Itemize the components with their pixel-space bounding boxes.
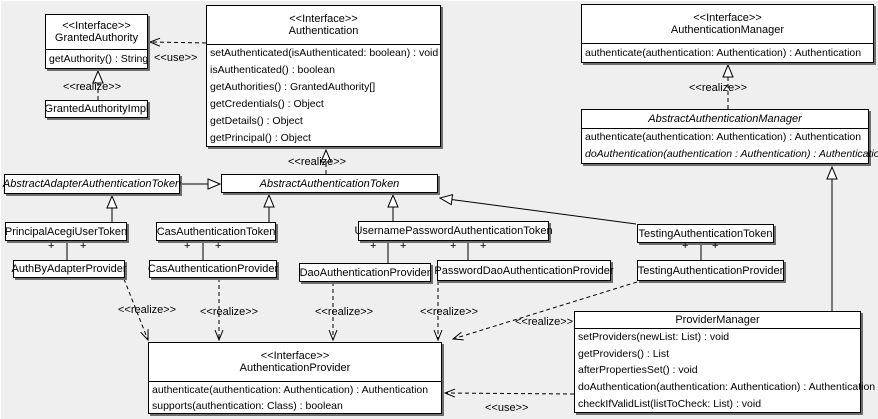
class-abstract-adapter-authentication-token: AbstractAdapterAuthenticationToken: [2, 174, 182, 194]
class-name: TestingAuthenticationProvider: [637, 264, 784, 277]
class-name: AbstractAuthenticationManager: [648, 113, 802, 125]
stereotype: <<Interface>>: [62, 20, 131, 32]
multiplicity-label: +: [400, 240, 407, 252]
multiplicity-label: +: [370, 240, 377, 252]
multiplicity-label: +: [682, 240, 689, 252]
class-cas-authentication-token: CasAuthenticationToken: [156, 222, 276, 241]
class-auth-by-adapter-provider: AuthByAdapterProvider: [11, 260, 127, 278]
generalization-testing-token: [440, 198, 637, 225]
realize-label: <<realize>>: [63, 81, 122, 93]
method: getAuthority() : String: [49, 53, 149, 65]
class-password-dao-authentication-provider: PasswordDaoAuthenticationProvider: [434, 260, 614, 281]
class-granted-authority: <<Interface>> GrantedAuthority getAuthor…: [45, 14, 148, 69]
class-principal-acegi-user-token: PrincipalAcegiUserToken: [5, 222, 127, 241]
class-name: AuthByAdapterProvider: [11, 263, 127, 275]
class-name: AbstractAdapterAuthenticationToken: [2, 178, 182, 190]
class-name: CasAuthenticationProvider: [147, 263, 279, 275]
method: doAuthentication(authentication : Authen…: [585, 148, 878, 161]
class-testing-authentication-provider: TestingAuthenticationProvider: [637, 260, 784, 281]
method: supports(authentication: Class) : boolea…: [152, 400, 343, 413]
class-name: AuthenticationProvider: [239, 362, 351, 374]
class-name: AuthenticationManager: [670, 24, 785, 36]
stereotype: <<Interface>>: [260, 350, 330, 362]
method: checkIfValidList(listToCheck: List) : vo…: [578, 397, 762, 410]
class-title: ProviderManager: [575, 312, 860, 329]
method: getAuthorities() : GrantedAuthority[]: [210, 81, 376, 94]
class-authentication-provider: <<Interface>> AuthenticationProvider aut…: [148, 342, 442, 414]
use-providermanager-authenticationprovider: [445, 393, 575, 394]
class-name: PrincipalAcegiUserToken: [4, 225, 128, 238]
realize-label: <<realize>>: [420, 306, 479, 318]
multiplicity-label: +: [450, 240, 457, 252]
class-authentication-manager: <<Interface>> AuthenticationManager auth…: [581, 4, 874, 63]
method: authenticate(authentication: Authenticat…: [152, 384, 429, 396]
multiplicity-label: +: [80, 240, 87, 252]
class-abstract-authentication-token: AbstractAuthenticationToken: [221, 174, 438, 193]
class-title: AbstractAuthenticationManager: [582, 110, 868, 129]
method-list: setAuthenticated(isAuthenticated: boolea…: [207, 45, 440, 148]
method: getPrincipal() : Object: [210, 132, 311, 145]
realize-label: <<realize>>: [315, 306, 374, 318]
method-list: authenticate(authentication: Authenticat…: [149, 382, 441, 415]
class-name: AbstractAuthenticationToken: [259, 177, 400, 190]
class-abstract-authentication-manager: AbstractAuthenticationManager authentica…: [581, 109, 878, 164]
class-name: GrantedAuthority: [54, 32, 139, 44]
class-title: <<Interface>> AuthenticationManager: [582, 5, 873, 44]
class-authentication: <<Interface>> Authentication setAuthenti…: [206, 5, 441, 147]
method: getDetails() : Object: [210, 115, 303, 128]
class-name: Authentication: [288, 25, 359, 37]
class-name: PasswordDaoAuthenticationProvider: [434, 264, 614, 277]
class-title: <<Interface>> AuthenticationProvider: [149, 343, 441, 382]
realize-label: <<realize>>: [515, 316, 574, 328]
class-name: DaoAuthenticationProvider: [299, 266, 431, 279]
class-name: ProviderManager: [675, 314, 760, 326]
use-authentication-grantedauthority: [150, 42, 207, 43]
use-label: <<use>>: [485, 402, 529, 414]
class-name: TestingAuthenticationToken: [638, 227, 773, 240]
multiplicity-label: +: [48, 240, 55, 252]
realize-label: <<realize>>: [288, 156, 347, 168]
class-name: CasAuthenticationToken: [156, 225, 276, 238]
realize-label: <<realize>>: [689, 82, 748, 94]
realize-authbyadapter-provider: [123, 278, 148, 340]
class-testing-authentication-token: TestingAuthenticationToken: [637, 224, 774, 243]
method: setAuthenticated(isAuthenticated: boolea…: [210, 47, 439, 59]
class-provider-manager: ProviderManager setProviders(newList: Li…: [574, 311, 876, 413]
class-name: GrantedAuthorityImpl: [44, 103, 149, 115]
class-cas-authentication-provider: CasAuthenticationProvider: [147, 260, 279, 278]
use-label: <<use>>: [154, 52, 198, 64]
class-name: UsernamePasswordAuthenticationToken: [354, 225, 553, 237]
method-list: setProviders(newList: List) : void getPr…: [575, 329, 876, 413]
realize-label: <<realize>>: [118, 304, 177, 316]
class-title: <<Interface>> Authentication: [207, 6, 440, 45]
method: getProviders() : List: [578, 347, 670, 360]
method: afterPropertiesSet() : void: [578, 364, 698, 377]
method: getCredentials() : Object: [210, 98, 324, 111]
realize-label: <<realize>>: [200, 306, 259, 318]
stereotype: <<Interface>>: [289, 13, 358, 25]
method: setProviders(newList: List) : void: [578, 331, 730, 343]
class-granted-authority-impl: GrantedAuthorityImpl: [45, 100, 148, 118]
multiplicity-label: +: [215, 240, 222, 252]
method: doAuthentication(authentication: Authent…: [578, 381, 876, 394]
multiplicity-label: +: [480, 240, 487, 252]
multiplicity-label: +: [184, 240, 191, 252]
stereotype: <<Interface>>: [693, 12, 762, 24]
method: authenticate(authentication: Authenticat…: [585, 47, 862, 59]
method-list: authenticate(authentication: Authenticat…: [582, 129, 878, 164]
method-list: authenticate(authentication: Authenticat…: [582, 44, 873, 62]
class-title: <<Interface>> GrantedAuthority: [46, 15, 147, 50]
class-dao-authentication-provider: DaoAuthenticationProvider: [299, 263, 431, 282]
method: isAuthenticated() : boolean: [210, 64, 335, 77]
class-username-password-authentication-token: UsernamePasswordAuthenticationToken: [354, 221, 553, 241]
multiplicity-label: +: [712, 240, 719, 252]
method-list: getAuthority() : String: [46, 50, 149, 68]
method: authenticate(authentication: Authenticat…: [585, 131, 862, 143]
